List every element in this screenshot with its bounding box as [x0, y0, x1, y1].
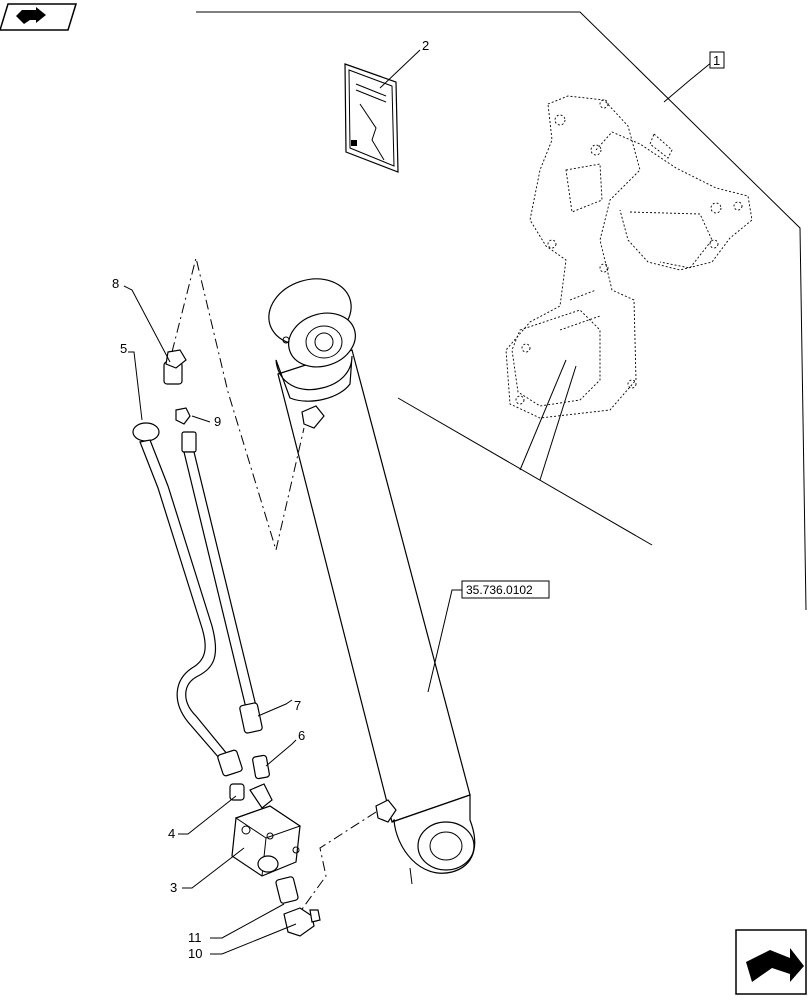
machine-frame-lines — [196, 11, 807, 611]
cap-9 — [175, 407, 191, 425]
leader-lines — [123, 49, 713, 955]
fitting-4 — [229, 783, 273, 809]
reference-35-736-0102[interactable]: 35.736.0102 — [466, 583, 533, 597]
callout-3[interactable]: 3 — [170, 880, 177, 895]
callout-2[interactable]: 2 — [422, 38, 429, 53]
elbow-fitting-10-11 — [275, 876, 321, 937]
grease-fitting-8 — [163, 349, 187, 385]
hydraulic-pipe-5 — [132, 422, 243, 777]
decal-sheet — [344, 63, 399, 173]
callout-10[interactable]: 10 — [188, 946, 202, 961]
backhoe-assembly — [505, 95, 753, 481]
hydraulic-pipe-7 — [181, 431, 263, 734]
callout-6[interactable]: 6 — [298, 728, 305, 743]
valve-block-3 — [231, 805, 302, 877]
callout-5[interactable]: 5 — [120, 341, 127, 356]
next-page-arrow-icon[interactable] — [735, 929, 807, 995]
alignment-lines — [171, 257, 377, 913]
hydraulic-cylinder — [268, 278, 476, 885]
callout-labels: 2 1 8 5 9 7 6 4 3 11 10 35.736.0102 — [112, 38, 725, 961]
book-arrow-icon[interactable] — [0, 3, 78, 31]
callout-8[interactable]: 8 — [112, 276, 119, 291]
callout-11[interactable]: 11 — [188, 930, 202, 945]
callout-9[interactable]: 9 — [214, 414, 221, 429]
callout-1[interactable]: 1 — [713, 53, 720, 68]
callout-4[interactable]: 4 — [168, 826, 175, 841]
callout-7[interactable]: 7 — [294, 698, 301, 713]
fitting-6 — [252, 754, 270, 780]
